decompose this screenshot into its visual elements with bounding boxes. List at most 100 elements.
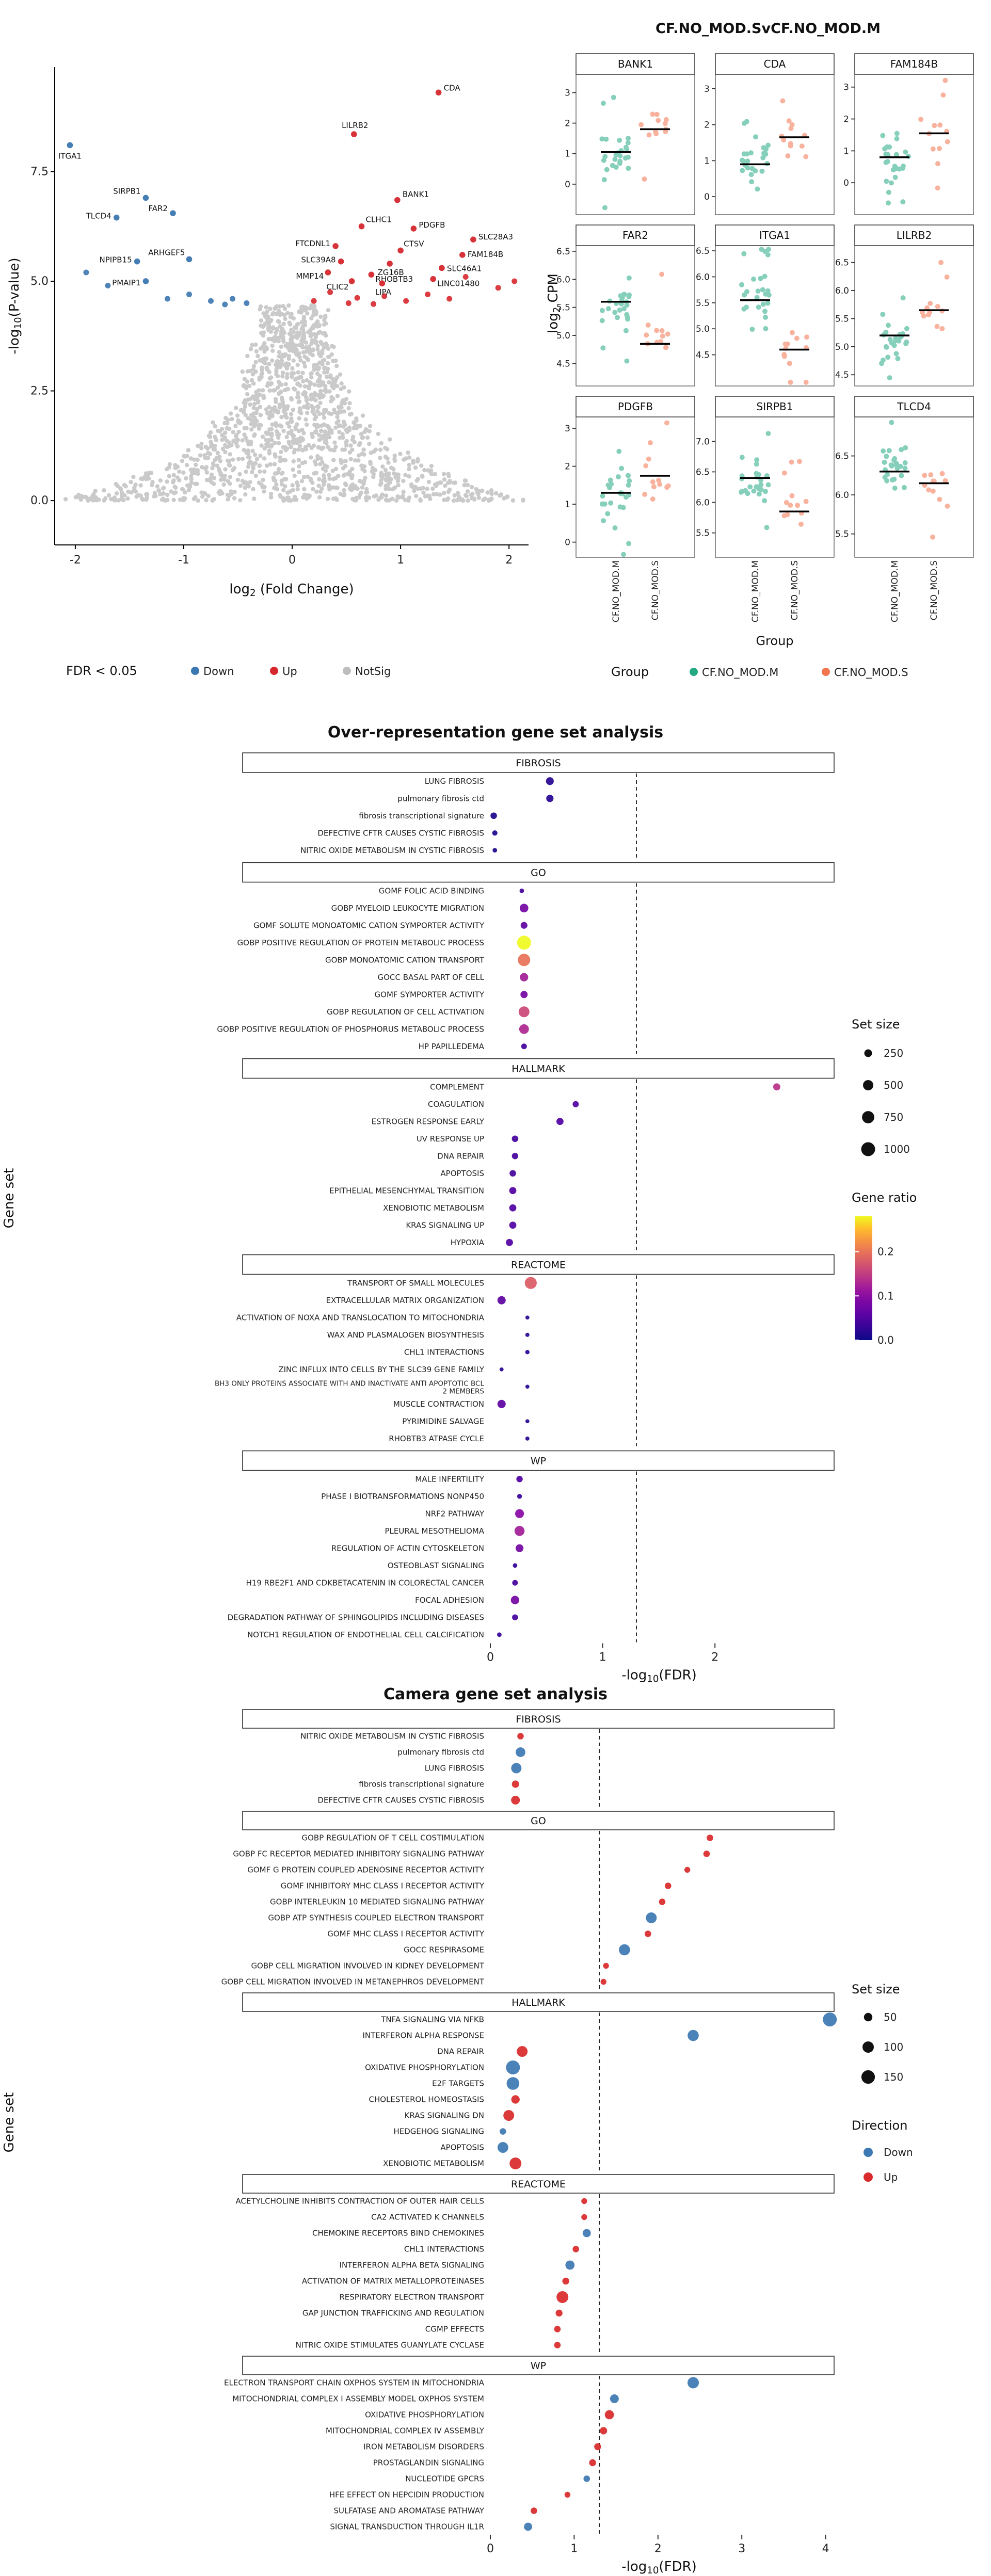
geneset-point — [688, 2377, 699, 2389]
gene-label: SLC28A3 — [478, 232, 513, 242]
geneset-point — [688, 2030, 699, 2041]
svg-text:2.5: 2.5 — [30, 385, 49, 398]
legend-swatch-up — [270, 667, 278, 675]
geneset-point — [509, 1170, 516, 1177]
svg-text:4.5: 4.5 — [696, 350, 710, 361]
geneset-label: PLEURAL MESOTHELIOMA — [385, 1526, 484, 1536]
geneset-label: pulmonary fibrosis ctd — [397, 794, 484, 803]
geneset-point — [509, 1221, 517, 1229]
geneset-point — [707, 1834, 713, 1841]
geneset-point — [506, 1238, 513, 1246]
geneset-point — [554, 2326, 561, 2332]
svg-text:6.0: 6.0 — [556, 275, 570, 285]
geneset-point — [610, 2394, 619, 2403]
geneset-point — [525, 1436, 530, 1441]
svg-text:0.0: 0.0 — [877, 1334, 894, 1346]
geneset-label: GOBP ATP SYNTHESIS COUPLED ELECTRON TRAN… — [268, 1913, 484, 1923]
geneset-label: SULFATASE AND AROMATASE PATHWAY — [334, 2506, 485, 2516]
geneset-label: 2 MEMBERS — [443, 1387, 484, 1395]
generatio-colorbar — [855, 1216, 872, 1340]
geneset-point — [512, 1135, 519, 1142]
geneset-point — [600, 1978, 606, 1985]
geneset-point — [556, 2291, 569, 2303]
geneset-point — [512, 1580, 518, 1586]
geneset-label: fibrosis transcriptional signature — [359, 1780, 484, 1789]
gene-label: CTSV — [404, 239, 424, 248]
geneset-point — [572, 1101, 579, 1107]
geneset-label: TNFA SIGNALING VIA NFKB — [380, 2015, 484, 2024]
svg-text:4.5: 4.5 — [556, 359, 570, 369]
geneset-point — [525, 1332, 530, 1337]
svg-text:3: 3 — [565, 424, 570, 434]
gene-point — [470, 236, 476, 243]
dotplot-ylabel: Gene set — [2, 2092, 17, 2153]
svg-text:2: 2 — [843, 115, 849, 125]
svg-text:50: 50 — [884, 2011, 897, 2023]
geneset-label: OXIDATIVE PHOSPHORYLATION — [365, 2063, 484, 2072]
geneset-point — [531, 2507, 537, 2514]
geneset-point — [564, 2491, 571, 2498]
geneset-label: XENOBIOTIC METABOLISM — [383, 2159, 484, 2168]
svg-text:7.0: 7.0 — [696, 437, 710, 447]
svg-text:Up: Up — [884, 2171, 898, 2183]
geneset-point — [520, 973, 529, 981]
facet-strip-label: WP — [531, 2360, 546, 2372]
svg-text:6.0: 6.0 — [835, 490, 849, 501]
strip-ylabel: log2 CPM — [546, 273, 563, 333]
svg-text:3: 3 — [704, 84, 710, 94]
geneset-label: GOCC BASAL PART OF CELL — [378, 973, 485, 982]
svg-text:0: 0 — [843, 178, 849, 188]
svg-text:1: 1 — [570, 2542, 578, 2555]
svg-text:4: 4 — [822, 2542, 829, 2555]
gene-label: FTCDNL1 — [295, 239, 330, 248]
gene-point — [350, 131, 357, 137]
geneset-point — [525, 1350, 530, 1355]
geneset-label: APOPTOSIS — [440, 2143, 484, 2152]
geneset-point — [517, 1494, 522, 1499]
geneset-point — [511, 1763, 522, 1774]
geneset-label: GOBP POSITIVE REGULATION OF PROTEIN META… — [237, 938, 484, 947]
gene-label: BANK1 — [403, 190, 429, 199]
x-tick-label: CF.NO_MOD.S — [929, 560, 939, 620]
geneset-label: LUNG FIBROSIS — [425, 1764, 484, 1773]
camera-title: Camera gene set analysis — [383, 1685, 608, 1703]
svg-text:2: 2 — [711, 1651, 718, 1664]
x-tick-label: CF.NO_MOD.M — [611, 560, 621, 622]
points-CF.NO_MOD.S — [922, 471, 950, 540]
gene-point — [325, 269, 331, 276]
geneset-point — [581, 2198, 587, 2204]
geneset-point — [515, 1544, 524, 1552]
points-CF.NO_MOD.M — [881, 420, 908, 491]
geneset-point — [518, 954, 531, 967]
facet-title: LILRB2 — [897, 229, 932, 242]
ora-title: Over-representation gene set analysis — [327, 723, 664, 742]
facet-strip-label: REACTOME — [511, 2179, 566, 2190]
geneset-label: DNA REPAIR — [437, 1151, 484, 1161]
points-CF.NO_MOD.S — [781, 330, 809, 385]
svg-text:CF.NO_MOD.M: CF.NO_MOD.M — [702, 666, 778, 679]
svg-text:1: 1 — [565, 500, 570, 510]
facet-title: CDA — [764, 58, 786, 70]
gene-label: NPIPB15 — [100, 255, 132, 265]
geneset-label: BH3 ONLY PROTEINS ASSOCIATE WITH AND INA… — [215, 1379, 484, 1388]
gene-point — [435, 89, 442, 96]
svg-text:5.0: 5.0 — [696, 324, 710, 334]
points-CF.NO_MOD.S — [644, 271, 670, 350]
svg-text:1000: 1000 — [884, 1143, 910, 1155]
gene-label: CDA — [444, 83, 461, 92]
facet-title: BANK1 — [618, 58, 653, 70]
geneset-point — [517, 936, 531, 950]
svg-text:4.5: 4.5 — [835, 370, 849, 380]
dotplot-xlabel: -log10(FDR) — [621, 2559, 697, 2576]
points-CF.NO_MOD.S — [779, 98, 809, 159]
volcano-ylabel: -log10(P-value) — [7, 257, 24, 354]
svg-text:2: 2 — [565, 462, 570, 472]
svg-text:1: 1 — [565, 149, 570, 159]
geneset-label: GOBP MONOATOMIC CATION TRANSPORT — [325, 955, 485, 964]
